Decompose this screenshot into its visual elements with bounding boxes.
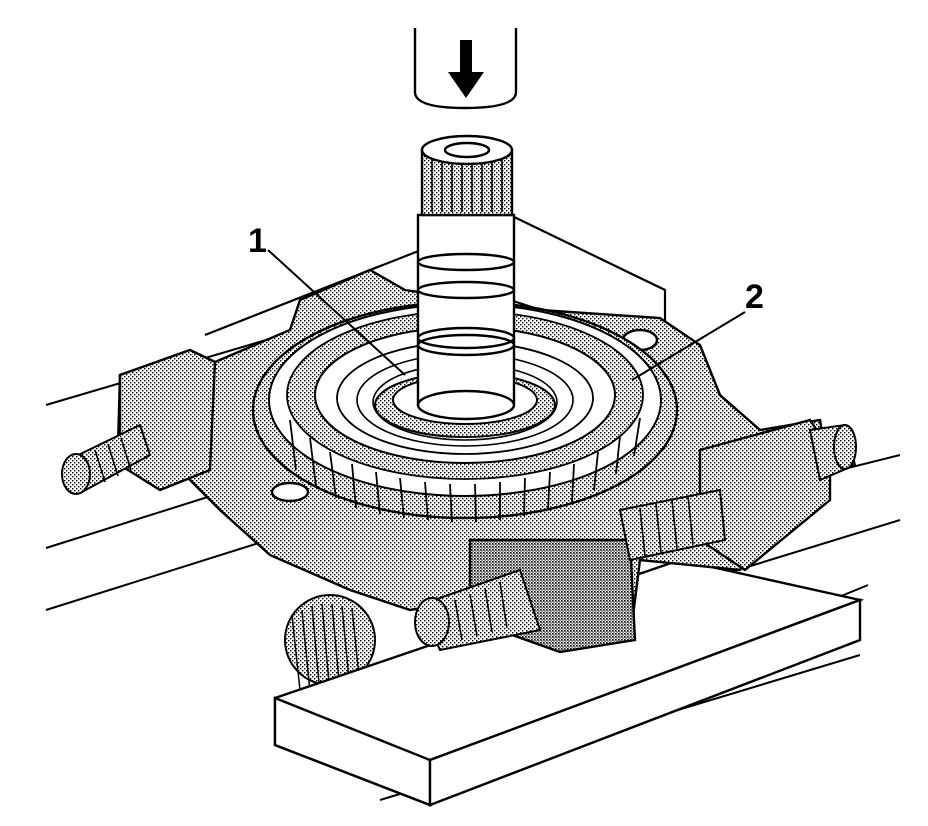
callout-2: 2: [745, 278, 764, 316]
leader-lines: [267, 249, 746, 381]
press-table-block: [273, 558, 865, 807]
arrow-down-icon: [448, 40, 484, 98]
callout-1: 1: [248, 222, 267, 260]
output-shaft: [416, 134, 516, 421]
threaded-rods: [61, 423, 857, 652]
